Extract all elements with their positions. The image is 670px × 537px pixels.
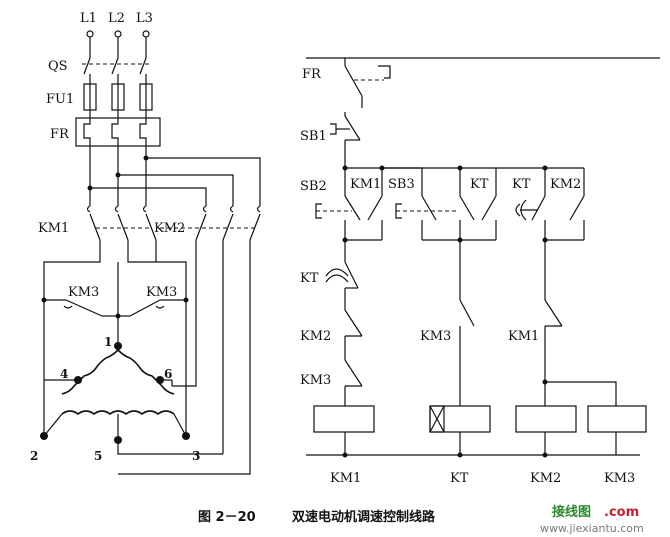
label-L3: L3	[136, 11, 153, 26]
main-circuit: L1 L2 L3 QS	[30, 11, 261, 475]
coil-label-KT: KT	[450, 471, 469, 486]
figure-title: 双速电动机调速控制线路	[292, 509, 436, 525]
label-KM3-branch: KM3	[420, 329, 451, 344]
coil-label-KM2: KM2	[530, 471, 561, 486]
qs-switch: QS	[48, 37, 150, 84]
label-KM1-branch: KM1	[508, 329, 539, 344]
fr-thermal-relay: FR	[50, 117, 161, 147]
watermark-logo: 接线图	[552, 504, 591, 520]
supply-terminals: L1 L2 L3	[80, 11, 153, 38]
label-FR-main: FR	[50, 127, 70, 142]
watermark-domain: .com	[604, 505, 639, 520]
coil-label-KM1: KM1	[330, 471, 361, 486]
terminal-3: 3	[192, 449, 200, 463]
label-FU1: FU1	[46, 92, 74, 107]
coil-label-KM3: KM3	[604, 471, 635, 486]
km-main-contacts: KM1 KM2	[38, 205, 261, 246]
terminal-5: 5	[94, 449, 102, 463]
label-KM3-il: KM3	[300, 373, 331, 388]
label-KM3-right: KM3	[146, 285, 177, 300]
label-L1: L1	[80, 11, 97, 26]
km3-star-contacts: KM3 KM3	[41, 285, 189, 319]
terminal-1: 1	[104, 335, 112, 349]
label-KT-delay: KT	[300, 271, 319, 286]
control-circuit: FR SB1 SB2 KM1	[300, 57, 660, 486]
label-SB3: SB3	[388, 177, 415, 192]
label-KM2-hold: KM2	[550, 177, 581, 192]
label-SB2: SB2	[300, 179, 327, 194]
terminal-2: 2	[30, 449, 38, 463]
motor-feeds	[43, 240, 251, 475]
label-KM2-main: KM2	[154, 221, 185, 236]
label-KM2-il: KM2	[300, 329, 331, 344]
label-SB1: SB1	[300, 129, 327, 144]
label-FR-ctrl: FR	[302, 67, 322, 82]
main-wiring	[87, 146, 261, 206]
label-L2: L2	[108, 11, 125, 26]
label-KT-hold: KT	[470, 177, 489, 192]
label-KM3-left: KM3	[68, 285, 99, 300]
fu1-fuses: FU1	[46, 83, 153, 118]
label-QS: QS	[48, 59, 68, 74]
figure-caption: 图 2－20 双速电动机调速控制线路	[198, 509, 436, 525]
branch-kt: SB3 KT KM3 KT	[382, 167, 497, 486]
figure-number: 图 2－20	[198, 510, 256, 525]
terminal-6: 6	[164, 367, 172, 381]
watermark: 接线图 .com www.jiexiantu.com	[540, 504, 644, 535]
branch-km1: FR SB1 SB2 KM1	[300, 58, 584, 486]
label-KM1-hold: KM1	[350, 177, 381, 192]
label-KM1-main: KM1	[38, 221, 69, 236]
terminal-4: 4	[60, 367, 68, 381]
branch-km2-km3: KT KM2 KM1 KM2 KM3	[342, 168, 647, 486]
label-KT-inst: KT	[512, 177, 531, 192]
watermark-url: www.jiexiantu.com	[540, 522, 644, 535]
motor-winding: 1 4 6 2 5 3	[30, 335, 200, 463]
